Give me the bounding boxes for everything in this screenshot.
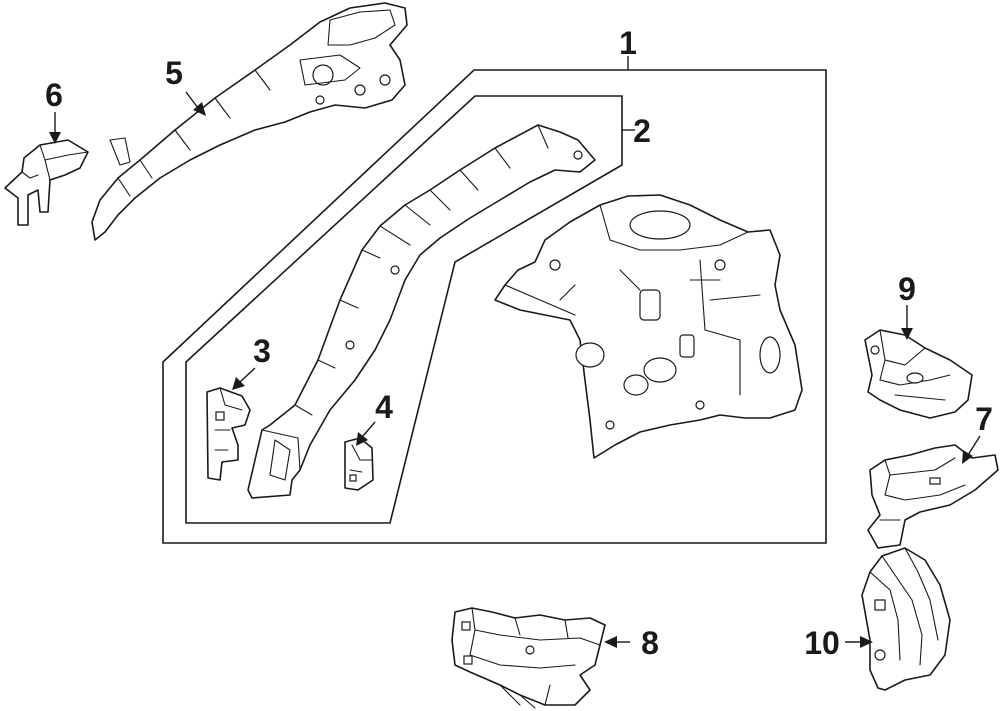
part-8-rail-extension <box>451 607 606 709</box>
part-5-upper-rail <box>91 2 408 241</box>
leader-4 <box>362 421 376 437</box>
arrow-7 <box>962 450 973 464</box>
leader-lines <box>49 56 981 648</box>
part-6-clip-bracket <box>4 139 89 226</box>
arrow-5 <box>193 102 206 116</box>
callout-2: 2 <box>633 113 651 149</box>
callouts: 1 2 3 4 5 6 7 8 9 10 <box>45 25 993 661</box>
arrow-4 <box>356 432 368 446</box>
arrow-3 <box>232 377 245 390</box>
callout-7: 7 <box>975 401 993 437</box>
part-10-quarter-extension <box>861 547 951 691</box>
arrow-6 <box>49 132 61 144</box>
leader-3 <box>239 367 256 383</box>
callout-9: 9 <box>898 271 916 307</box>
callout-10: 10 <box>804 625 840 661</box>
part-2-wheelhouse-arch <box>247 124 596 499</box>
part-1-quarter-inner-panel <box>494 194 803 459</box>
callout-3: 3 <box>253 333 271 369</box>
leader-7 <box>967 435 981 456</box>
arrow-10 <box>860 636 873 648</box>
part-9-bracket <box>864 329 973 419</box>
part-4-small-bracket <box>344 437 374 491</box>
callout-6: 6 <box>45 77 63 113</box>
callout-4: 4 <box>375 389 393 425</box>
callout-5: 5 <box>165 55 183 91</box>
callout-8: 8 <box>641 625 659 661</box>
callout-1: 1 <box>619 25 637 61</box>
part-3-bracket <box>206 387 251 481</box>
arrow-8 <box>604 636 617 648</box>
assembly-frame-1 <box>162 69 827 544</box>
leader-5 <box>185 91 199 109</box>
part-7-bracket <box>867 444 999 549</box>
arrow-9 <box>901 328 913 340</box>
